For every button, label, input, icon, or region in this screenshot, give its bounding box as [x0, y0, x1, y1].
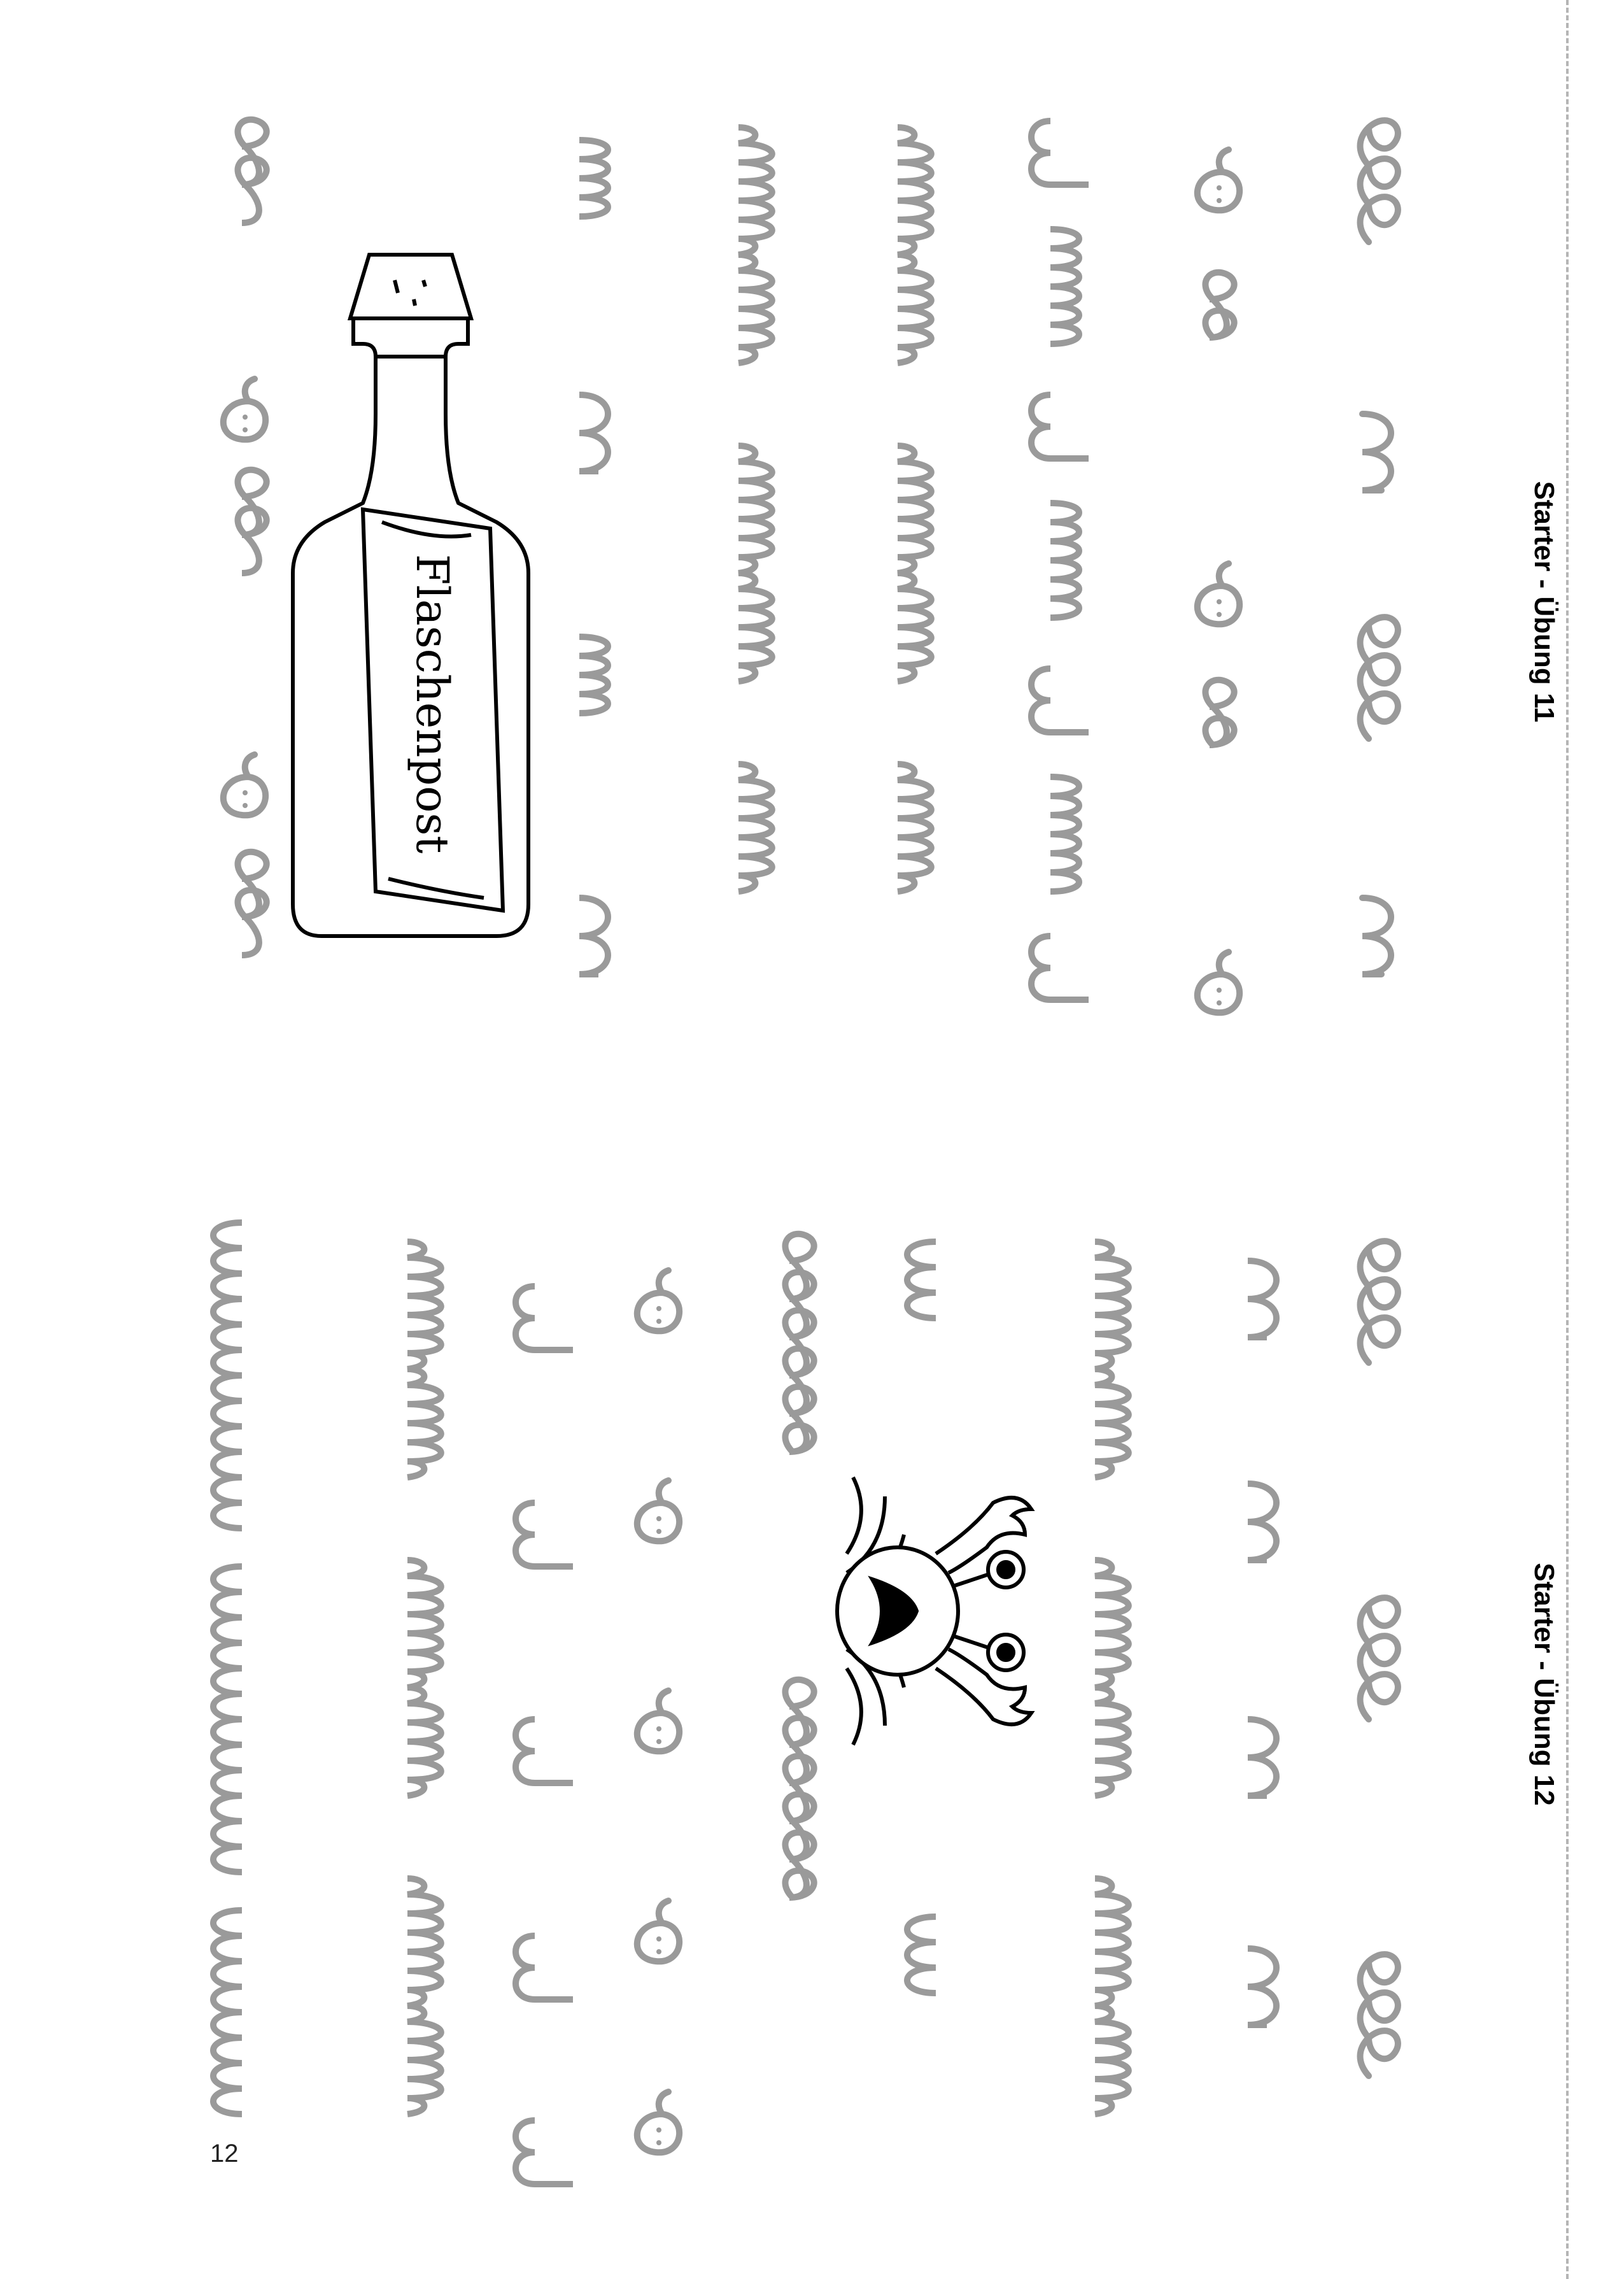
crab-icon	[835, 1476, 1035, 1746]
bottle-label: Flaschenpost	[406, 554, 458, 853]
cut-line	[1566, 0, 1569, 2279]
exercise-12-trace-rows	[210, 1219, 1398, 2187]
exercise-11-trace-rows	[223, 116, 1398, 1013]
bottle-with-message-icon	[291, 253, 530, 938]
page-number: 12	[210, 2140, 239, 2168]
